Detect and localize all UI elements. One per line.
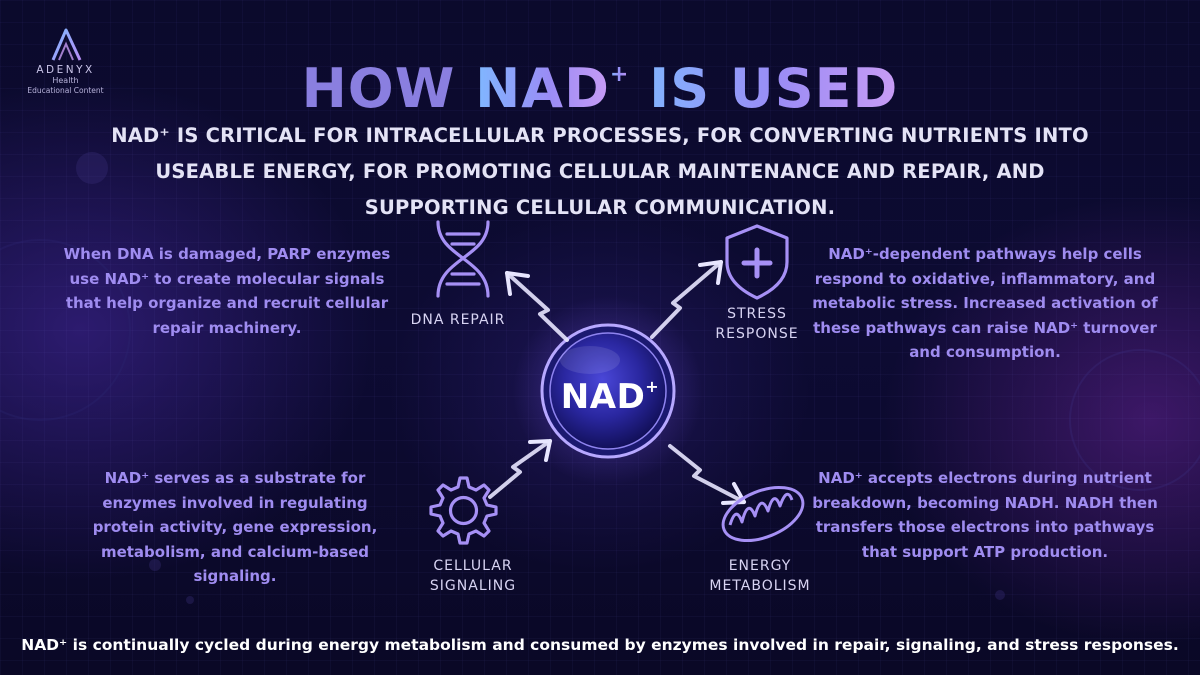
- arrows: [488, 260, 746, 505]
- arrow-to-energy: [668, 444, 746, 505]
- mitochondrion-icon: [721, 485, 805, 543]
- center-label-text: NAD: [560, 377, 646, 417]
- brand-logo: ADENYX Health Educational Content: [18, 28, 113, 96]
- shield-plus-icon: [725, 224, 789, 300]
- node-label-cellular-signaling: CELLULAR SIGNALING: [429, 558, 517, 594]
- dna-helix-icon: [436, 220, 490, 298]
- cellular-signaling-description: NAD⁺ serves as a substrate for enzymes i…: [92, 469, 378, 585]
- footer-note: NAD⁺ is continually cycled during energy…: [21, 636, 1179, 654]
- center-label-superscript: +: [645, 377, 660, 396]
- subtitle: NAD⁺ IS CRITICAL FOR INTRACELLULAR PROCE…: [111, 124, 1089, 219]
- decorative-cells: [0, 152, 1200, 604]
- gear-icon: [429, 476, 498, 545]
- title-superscript: +: [609, 62, 630, 87]
- logo-name: ADENYX: [36, 64, 95, 76]
- node-label-dna-repair: DNA REPAIR: [410, 312, 506, 328]
- title-part-used: IS USED: [629, 57, 899, 120]
- logo-tagline: Educational Content: [27, 86, 104, 95]
- nad-center-sphere: [513, 296, 703, 486]
- logo-subname: Health: [52, 76, 79, 85]
- dna-repair-description: When DNA is damaged, PARP enzymes use NA…: [63, 245, 391, 337]
- center-nad-label: NAD+: [540, 357, 680, 427]
- arrow-to-dna: [505, 271, 569, 342]
- stress-response-description: NAD⁺-dependent pathways help cells respo…: [812, 245, 1158, 361]
- title-part-how: HOW: [301, 57, 476, 120]
- node-label-stress-response: STRESS RESPONSE: [715, 306, 799, 342]
- arrow-signaling-to-center: [488, 439, 552, 499]
- adenyx-logo: [51, 28, 82, 61]
- arrow-to-stress: [650, 260, 723, 339]
- node-label-energy-metabolism: ENERGY METABOLISM: [709, 558, 811, 594]
- energy-metabolism-description: NAD⁺ accepts electrons during nutrient b…: [812, 469, 1158, 561]
- page-title: HOW NAD+ IS USED: [0, 40, 1200, 124]
- title-part-nad: NAD: [475, 57, 610, 120]
